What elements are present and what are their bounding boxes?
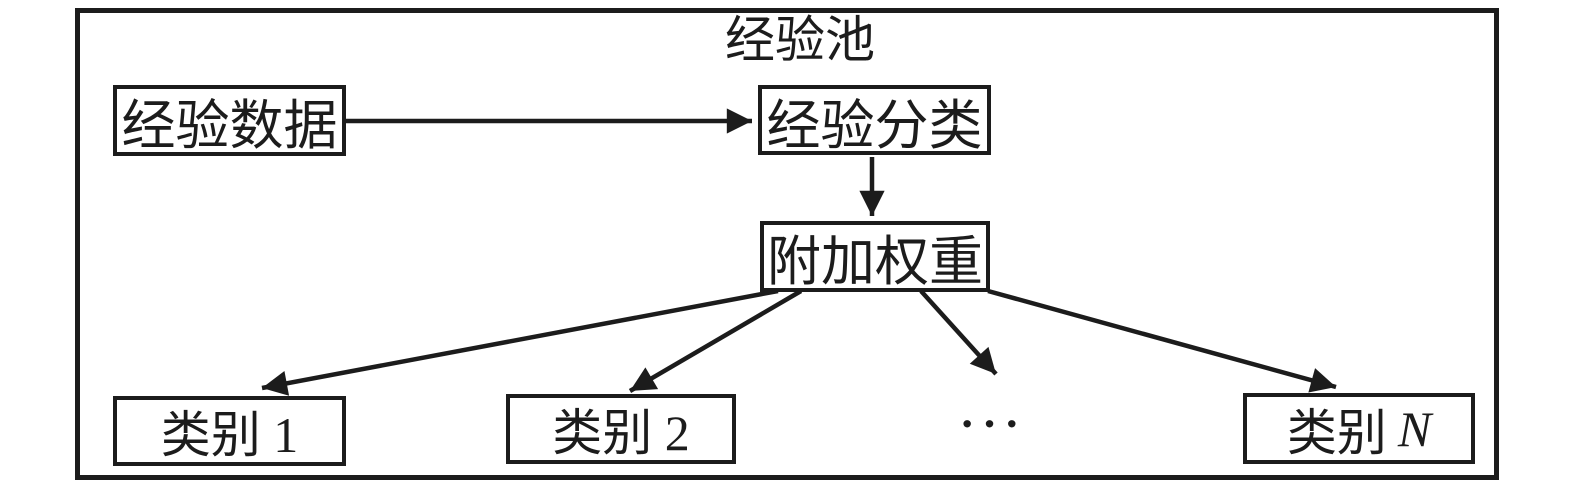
- node-experience-classify-label: 经验分类: [766, 95, 983, 156]
- node-experience-classify: 经验分类: [758, 85, 991, 156]
- node-attach-weight-label: 附加权重: [767, 232, 983, 292]
- node-experience-data: 经验数据: [113, 85, 346, 156]
- ellipsis-dots: ···: [959, 398, 1027, 449]
- node-attach-weight: 附加权重: [760, 221, 990, 292]
- node-category-2-label: 类别 2: [552, 405, 690, 461]
- node-category-n-prefix: 类别: [1286, 404, 1387, 461]
- node-category-n-var: N: [1397, 400, 1432, 457]
- node-category-2: 类别 2: [506, 394, 736, 464]
- node-experience-data-label: 经验数据: [121, 96, 338, 156]
- diagram-title: 经验池: [725, 12, 875, 68]
- node-category-1-label: 类别 1: [160, 407, 299, 463]
- node-category-1: 类别 1: [113, 396, 346, 466]
